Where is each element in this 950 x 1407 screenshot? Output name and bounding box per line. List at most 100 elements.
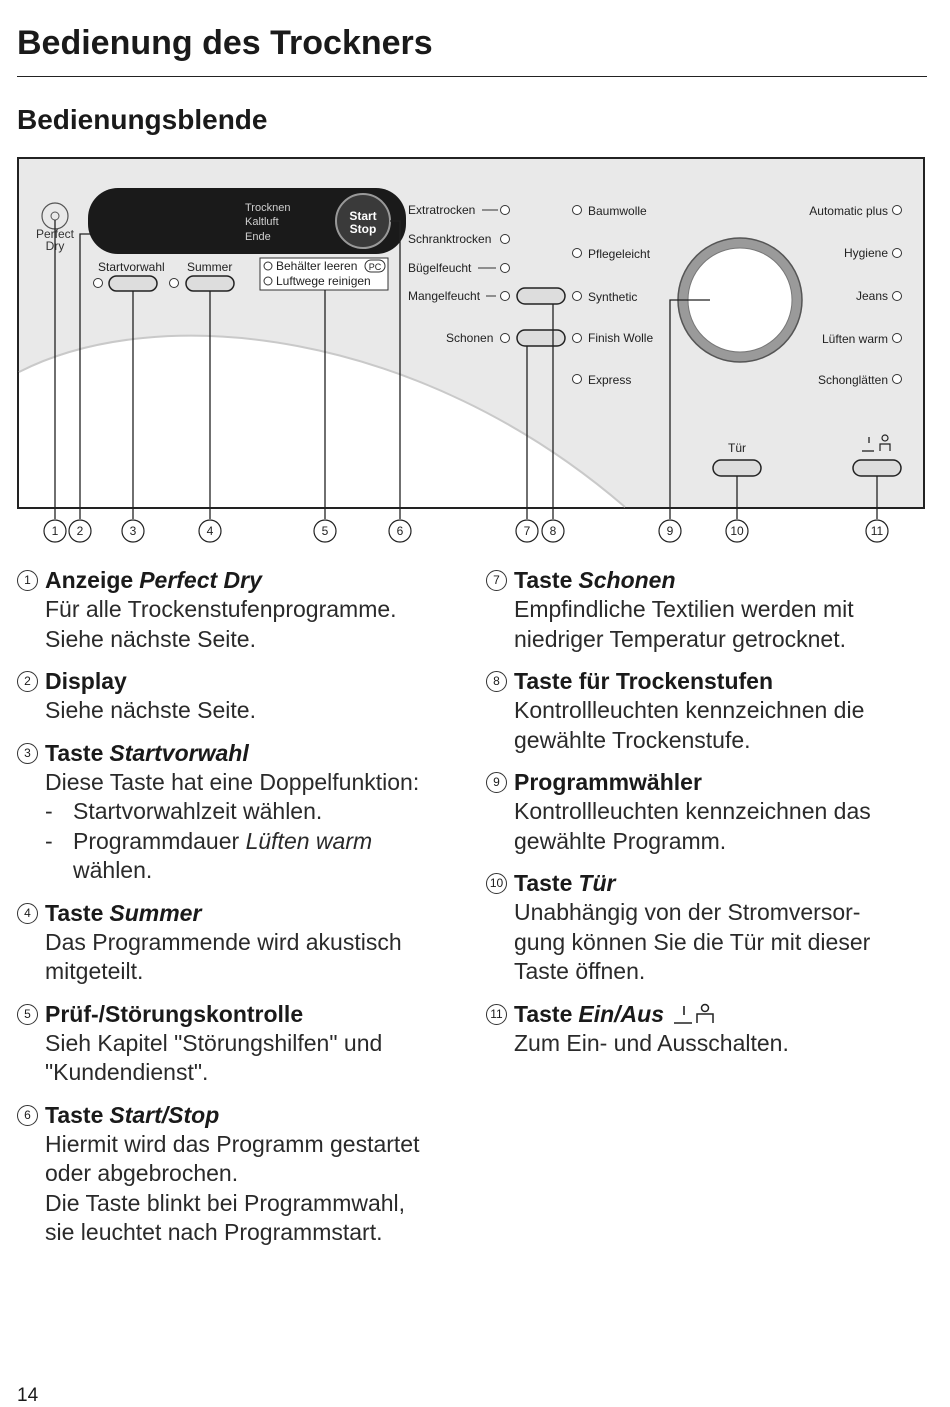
item-number: 3: [17, 742, 38, 764]
svg-text:7: 7: [524, 524, 531, 538]
item-number: 1: [17, 570, 38, 591]
schonen-button[interactable]: [516, 329, 566, 347]
tuer-button[interactable]: [712, 459, 762, 477]
startvorwahl-label: Startvorwahl: [98, 260, 165, 274]
item-text: Siehe nächste Seite.: [45, 625, 256, 652]
item-heading: Taste: [45, 899, 104, 926]
item-text: "Kundendienst".: [45, 1059, 209, 1085]
svg-text:Express: Express: [588, 373, 631, 387]
trockenstufen-button[interactable]: [516, 287, 566, 305]
item-heading-italic: Summer: [109, 899, 202, 926]
pc-badge-label: PC: [369, 262, 382, 272]
onoff-button[interactable]: [852, 459, 902, 477]
item-heading: Taste: [514, 567, 573, 593]
svg-text:Mangelfeucht: Mangelfeucht: [408, 289, 481, 303]
item-heading-italic: Start/Stop: [109, 1101, 220, 1128]
item-heading: Taste: [514, 1000, 573, 1027]
start-stop-button[interactable]: Start Stop: [335, 193, 391, 249]
item-heading: Taste: [45, 1101, 104, 1128]
bullet-item: -Startvorwahlzeit wählen.: [45, 798, 323, 824]
item-text: oder abgebrochen.: [45, 1160, 239, 1186]
item-text: gewählte Trockenstufe.: [514, 726, 751, 753]
callout-lines: [54, 220, 878, 519]
item-text: Für alle Trockenstufenprogramme.: [45, 596, 397, 622]
item-text: Taste öffnen.: [514, 958, 646, 984]
onoff-icon: [862, 434, 891, 452]
svg-text:6: 6: [397, 524, 404, 538]
svg-text:Lüften warm: Lüften warm: [822, 332, 888, 346]
item-number: 9: [486, 772, 507, 793]
item-number: 4: [17, 902, 38, 924]
svg-text:9: 9: [667, 524, 674, 538]
svg-text:11: 11: [871, 524, 884, 538]
title-rule: [17, 76, 927, 77]
callout-numbers: 1 2 3 4 5 6 7 8 9 10 11: [43, 519, 889, 543]
item-text: gung können Sie die Tür mit dieser: [514, 928, 871, 955]
programs-left: Baumwolle Pflegeleicht Synthetic Finish …: [572, 204, 653, 387]
svg-text:1: 1: [52, 524, 59, 538]
svg-text:4: 4: [207, 524, 214, 538]
item-text: Zum Ein- und Ausschalten.: [514, 1029, 789, 1056]
item-text: Kontrollleuchten kennzeichnen das: [514, 798, 871, 824]
svg-text:Finish Wolle: Finish Wolle: [588, 331, 653, 345]
item-text: Die Taste blinkt bei Programmwahl,: [45, 1189, 406, 1216]
item-heading: Programmwähler: [514, 769, 702, 795]
summer-label: Summer: [187, 260, 232, 274]
program-selector-knob[interactable]: [677, 237, 803, 363]
summer-led: [169, 278, 179, 288]
item-heading: Display: [45, 668, 127, 694]
svg-text:Baumwolle: Baumwolle: [588, 204, 647, 218]
item-number: 10: [486, 873, 507, 894]
svg-text:8: 8: [550, 524, 557, 538]
page-number: 14: [17, 1385, 39, 1406]
item-text: Hiermit wird das Programm gestartet: [45, 1130, 420, 1157]
item-number: 7: [486, 570, 507, 591]
start-label: Start: [349, 209, 376, 223]
item-heading: Prüf-/Störungskontrolle: [45, 1000, 304, 1027]
item-text: sie leuchtet nach Programmstart.: [45, 1219, 383, 1245]
stop-label: Stop: [350, 222, 377, 236]
svg-text:Jeans: Jeans: [856, 289, 888, 303]
svg-text:Automatic plus: Automatic plus: [809, 204, 888, 218]
item-heading-italic: Perfect Dry: [139, 567, 262, 593]
svg-text:Schonen: Schonen: [446, 331, 493, 345]
section-title: Bedienungsblende: [17, 104, 268, 135]
tuer-label: Tür: [728, 441, 746, 455]
dry-levels: Extratrocken Schranktrocken Bügelfeucht …: [408, 203, 510, 345]
svg-text:Hygiene: Hygiene: [844, 246, 888, 260]
item-heading-italic: Tür: [578, 870, 616, 896]
programs-right: Automatic plus Hygiene Jeans Lüften warm…: [809, 204, 902, 387]
item-heading-italic: Startvorwahl: [109, 739, 249, 766]
display-line-kaltluft: Kaltluft: [245, 216, 279, 228]
item-text: mitgeteilt.: [45, 958, 144, 984]
item-heading: Taste: [45, 739, 104, 766]
svg-text:Schranktrocken: Schranktrocken: [408, 232, 491, 246]
svg-text:3: 3: [130, 524, 137, 538]
item-heading: Taste für Trockenstufen: [514, 668, 774, 694]
svg-text:5: 5: [322, 524, 329, 538]
item-text: niedriger Temperatur getrocknet.: [514, 625, 846, 652]
item-number: 11: [486, 1003, 507, 1025]
onoff-symbol-icon: [674, 1003, 714, 1024]
startvorwahl-button[interactable]: [108, 275, 158, 292]
item-number: 6: [17, 1104, 38, 1126]
item-heading: Taste: [514, 870, 573, 896]
item-number: 2: [17, 671, 38, 692]
behaelter-leeren-label: Behälter leeren: [276, 259, 357, 273]
svg-text:Synthetic: Synthetic: [588, 290, 637, 304]
bullet-continuation: wählen.: [73, 857, 153, 883]
svg-text:2: 2: [77, 524, 84, 538]
bullet-item: -Programmdauer Lüften warm: [45, 827, 373, 854]
pc-badge: [364, 259, 386, 273]
item-text: Kontrollleuchten kennzeichnen die: [514, 697, 865, 723]
display-line-ende: Ende: [245, 231, 271, 243]
summer-button[interactable]: [185, 275, 235, 292]
svg-text:Bügelfeucht: Bügelfeucht: [408, 261, 472, 275]
svg-text:Pflegeleicht: Pflegeleicht: [588, 247, 651, 261]
